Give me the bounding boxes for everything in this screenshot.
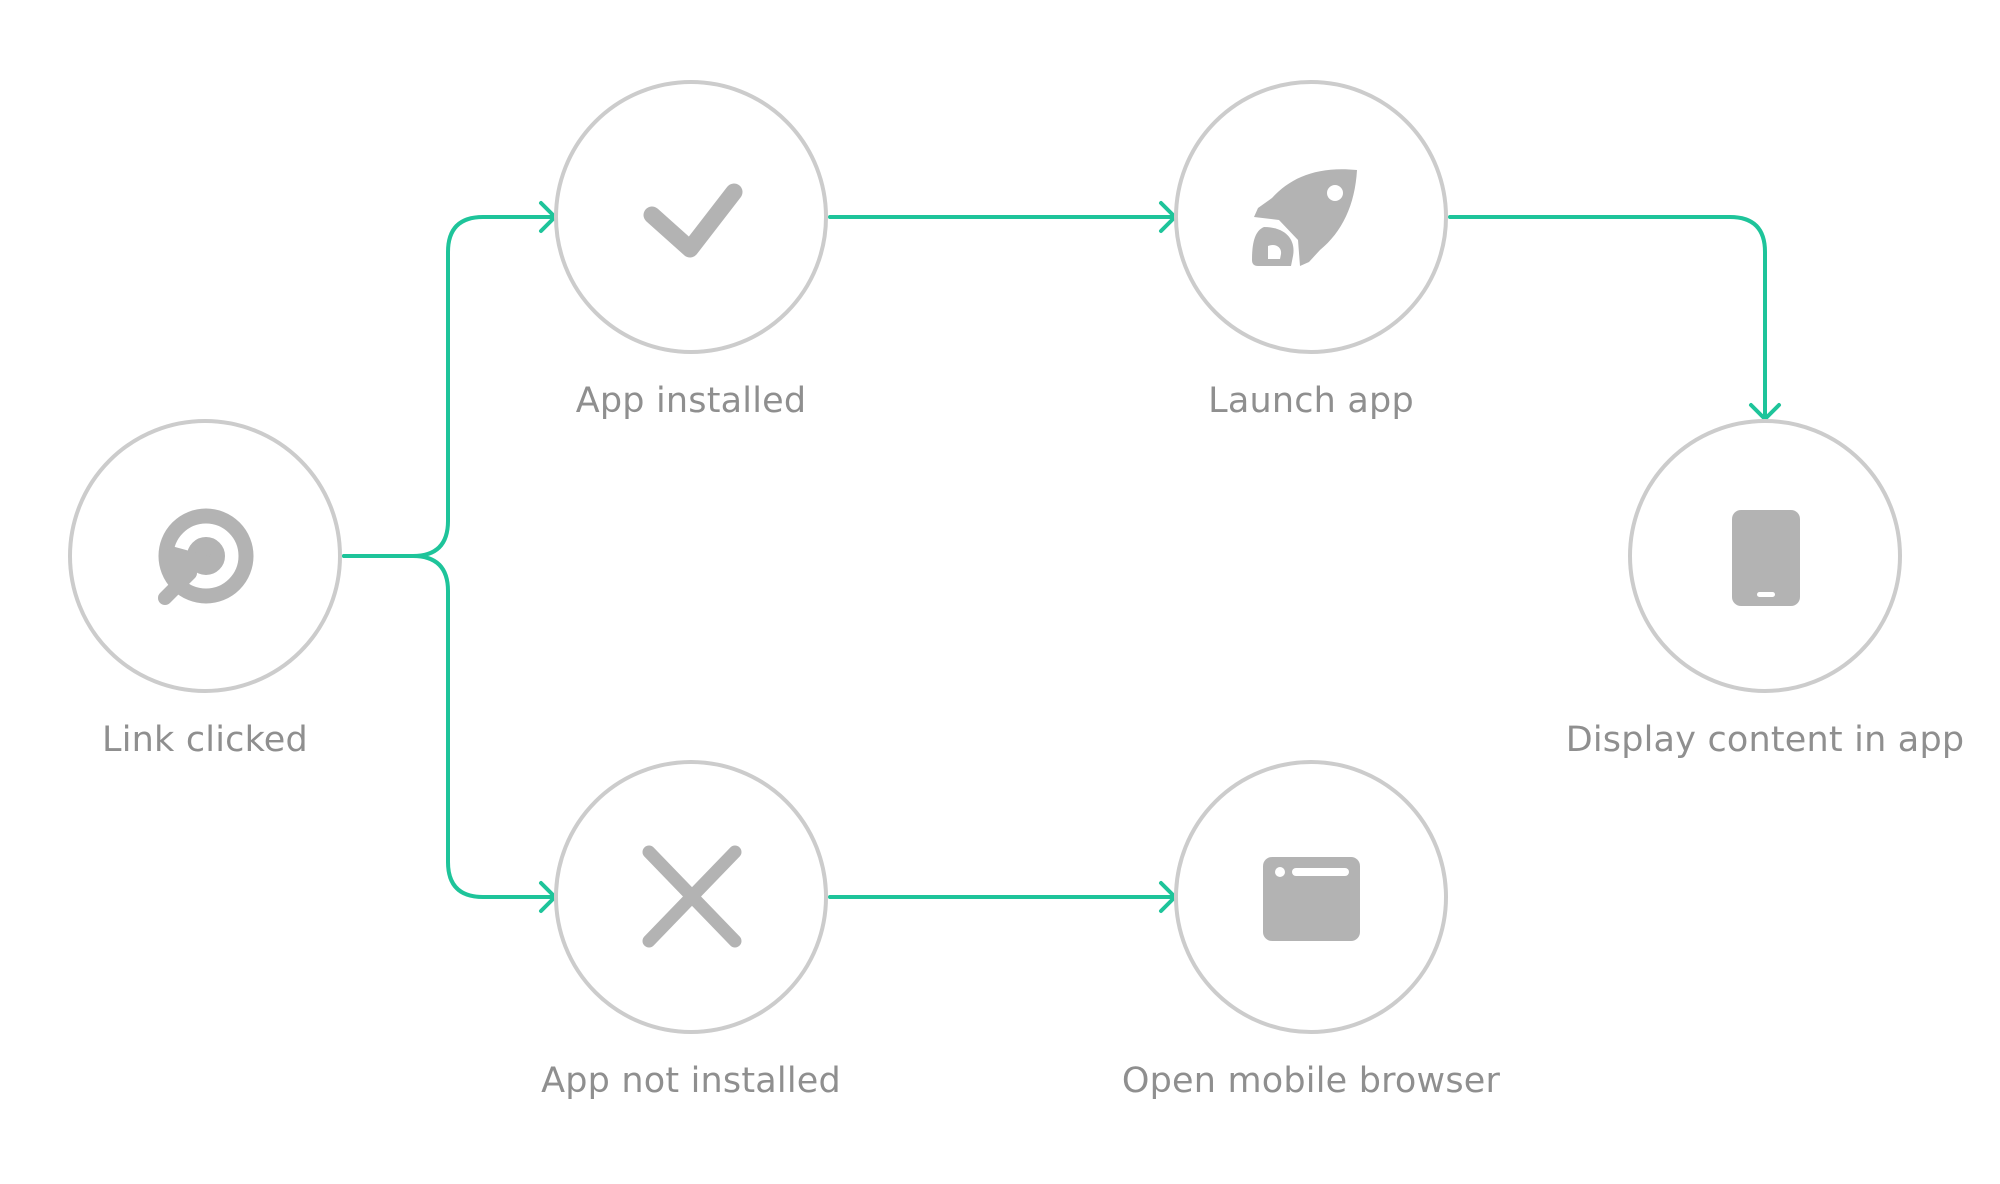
node-circle-app-installed xyxy=(554,80,828,354)
node-label-link-clicked: Link clicked xyxy=(102,720,308,760)
node-label-display-content-in-app: Display content in app xyxy=(1565,720,1965,760)
rocket-icon xyxy=(1252,169,1357,266)
checkmark-icon xyxy=(643,183,743,258)
connector-link-clicked-to-app-not-installed xyxy=(342,554,555,899)
connector-launch-app-to-display-content xyxy=(1448,215,1767,419)
mobile-phone-icon xyxy=(1732,510,1800,606)
node-label-app-not-installed: App not installed xyxy=(541,1061,841,1101)
browser-window-icon xyxy=(1263,857,1360,941)
connector-link-clicked-to-app-installed xyxy=(342,215,555,558)
node-label-launch-app: Launch app xyxy=(1208,381,1414,421)
cross-icon xyxy=(642,845,742,948)
node-label-open-mobile-browser: Open mobile browser xyxy=(1121,1061,1501,1101)
target-cursor-icon xyxy=(158,508,254,605)
node-label-app-installed: App installed xyxy=(575,381,807,421)
